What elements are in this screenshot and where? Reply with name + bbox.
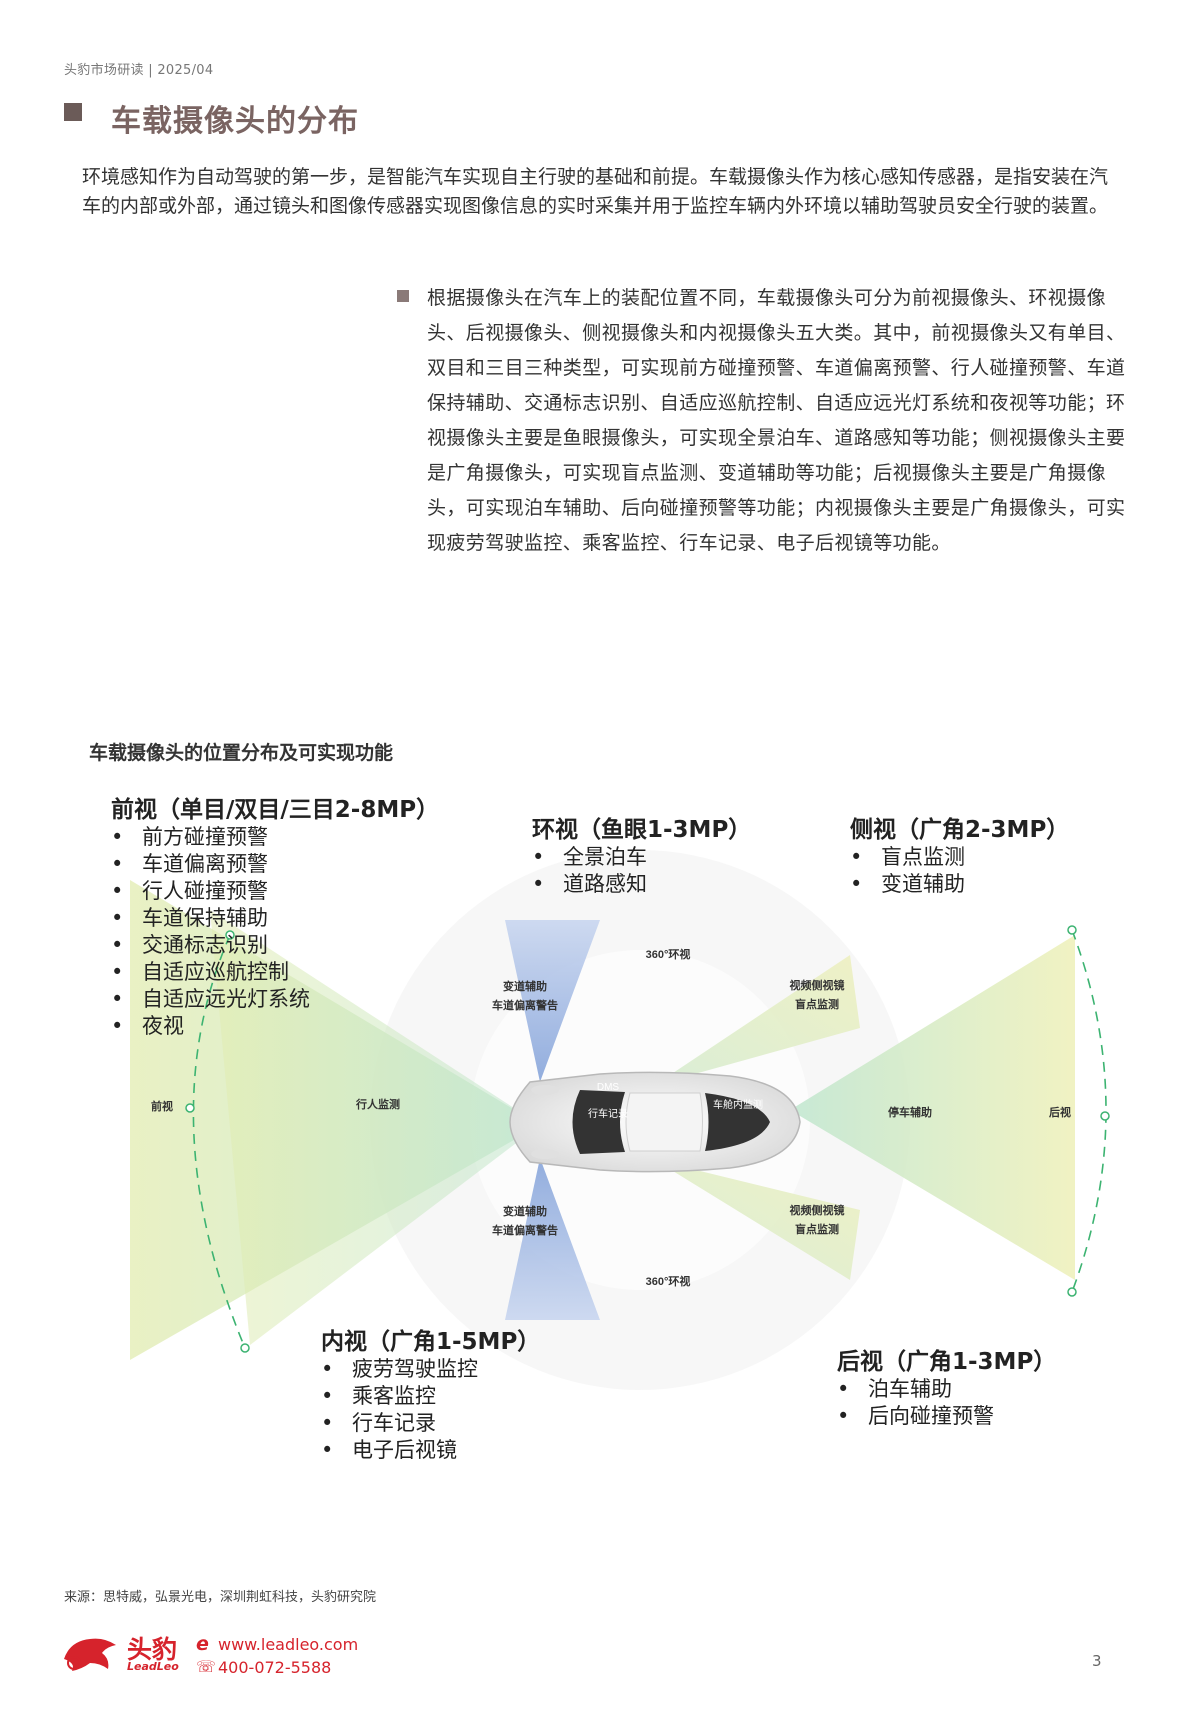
label-recorder: 行车记录 [588,1107,628,1120]
front-camera-group: 前视（单目/双目/三目2-8MP） 前方碰撞预警 车道偏离预警 行人碰撞预警 车… [111,790,439,1040]
side-camera-list: 盲点监测 变道辅助 [850,844,1069,898]
side-fan-bottom [655,1160,860,1280]
rear-fan [790,935,1075,1280]
list-item: 后向碰撞预警 [837,1403,1056,1430]
bullet-square-icon [397,290,409,302]
side-fan-top [655,955,860,1085]
label-pedestrian: 行人监测 [355,1097,400,1111]
label-mirror-top-2: 盲点监测 [795,997,839,1011]
label-surround-top: 360°环视 [646,947,691,961]
list-item: 行人碰撞预警 [111,878,439,905]
source-note: 来源：思特威，弘景光电，深圳荆虹科技，头豹研究院 [64,1590,377,1605]
side-camera-group: 侧视（广角2-3MP） 盲点监测 变道辅助 [850,810,1069,898]
brand-name-cn: 头豹 [127,1635,178,1664]
label-surround-bottom: 360°环视 [646,1274,691,1288]
rear-camera-group: 后视（广角1-3MP） 泊车辅助 后向碰撞预警 [837,1342,1056,1430]
front-arc-end-bottom [240,1343,250,1353]
brand-name-en: LeadLeo [127,1660,179,1673]
surround-camera-group: 环视（鱼眼1-3MP） 全景泊车 道路感知 [532,810,751,898]
list-item: 道路感知 [532,871,751,898]
bullet-paragraph: 根据摄像头在汽车上的装配位置不同，车载摄像头可分为前视摄像头、环视摄像头、后视摄… [427,287,1126,554]
list-item: 车道保持辅助 [111,905,439,932]
web-icon: e [196,1633,209,1655]
label-front: 前视 [151,1099,173,1113]
list-item: 自适应远光灯系统 [111,986,439,1013]
leopard-logo-icon [64,1638,116,1671]
interior-camera-group: 内视（广角1-5MP） 疲劳驾驶监控 乘客监控 行车记录 电子后视镜 [321,1322,540,1464]
header-note: 头豹市场研读 | 2025/04 [64,63,214,78]
intro-paragraph: 环境感知作为自动驾驶的第一步，是智能汽车实现自主行驶的基础和前提。车载摄像头作为… [82,166,1109,217]
rear-arc-end-top [1067,925,1077,935]
list-item: 变道辅助 [850,871,1069,898]
label-cabin: 车舱内监测 [713,1098,763,1111]
list-item: 泊车辅助 [837,1376,1056,1403]
label-lane-top-2: 车道偏离警告 [492,998,558,1012]
label-dms: DMS [597,1082,620,1093]
car-illustration [509,1071,801,1173]
rear-arc-end-bottom [1067,1287,1077,1297]
label-lane-top-1: 变道辅助 [503,979,547,993]
list-item: 全景泊车 [532,844,751,871]
rear-arc-mid [1100,1111,1110,1121]
front-camera-title: 前视（单目/双目/三目2-8MP） [111,797,440,823]
phone-number: 400-072-5588 [218,1658,332,1677]
phone-icon: ☏ [196,1657,217,1676]
label-parking: 停车辅助 [888,1105,932,1119]
list-item: 乘客监控 [321,1383,540,1410]
list-item: 车道偏离预警 [111,851,439,878]
surround-fan-top [505,920,600,1082]
label-mirror-bottom-1: 视频侧视镜 [790,1203,845,1217]
list-item: 前方碰撞预警 [111,824,439,851]
list-item: 夜视 [111,1013,439,1040]
front-camera-list: 前方碰撞预警 车道偏离预警 行人碰撞预警 车道保持辅助 交通标志识别 自适应巡航… [111,824,439,1040]
rear-range-arc [1071,929,1107,1293]
surround-camera-title: 环视（鱼眼1-3MP） [532,817,752,843]
surround-fan-bottom [505,1158,600,1320]
label-rear: 后视 [1049,1105,1071,1119]
label-mirror-bottom-2: 盲点监测 [795,1222,839,1236]
list-item: 自适应巡航控制 [111,959,439,986]
interior-camera-list: 疲劳驾驶监控 乘客监控 行车记录 电子后视镜 [321,1356,540,1464]
rear-camera-list: 泊车辅助 后向碰撞预警 [837,1376,1056,1430]
list-item: 行车记录 [321,1410,540,1437]
side-camera-title: 侧视（广角2-3MP） [850,817,1070,843]
label-lane-bottom-1: 变道辅助 [503,1204,547,1218]
list-item: 盲点监测 [850,844,1069,871]
rear-camera-title: 后视（广角1-3MP） [837,1349,1057,1375]
list-item: 电子后视镜 [321,1437,540,1464]
website-link[interactable]: www.leadleo.com [218,1635,359,1654]
list-item: 疲劳驾驶监控 [321,1356,540,1383]
diagram-title: 车载摄像头的位置分布及可实现功能 [89,742,394,764]
front-arc-mid [185,1103,195,1113]
label-mirror-top-1: 视频侧视镜 [790,978,845,992]
label-lane-bottom-2: 车道偏离警告 [492,1223,558,1237]
page-number: 3 [1092,1652,1102,1670]
title-square-icon [64,103,82,121]
interior-camera-title: 内视（广角1-5MP） [321,1329,541,1355]
surround-camera-list: 全景泊车 道路感知 [532,844,751,898]
list-item: 交通标志识别 [111,932,439,959]
page-title: 车载摄像头的分布 [111,104,359,139]
